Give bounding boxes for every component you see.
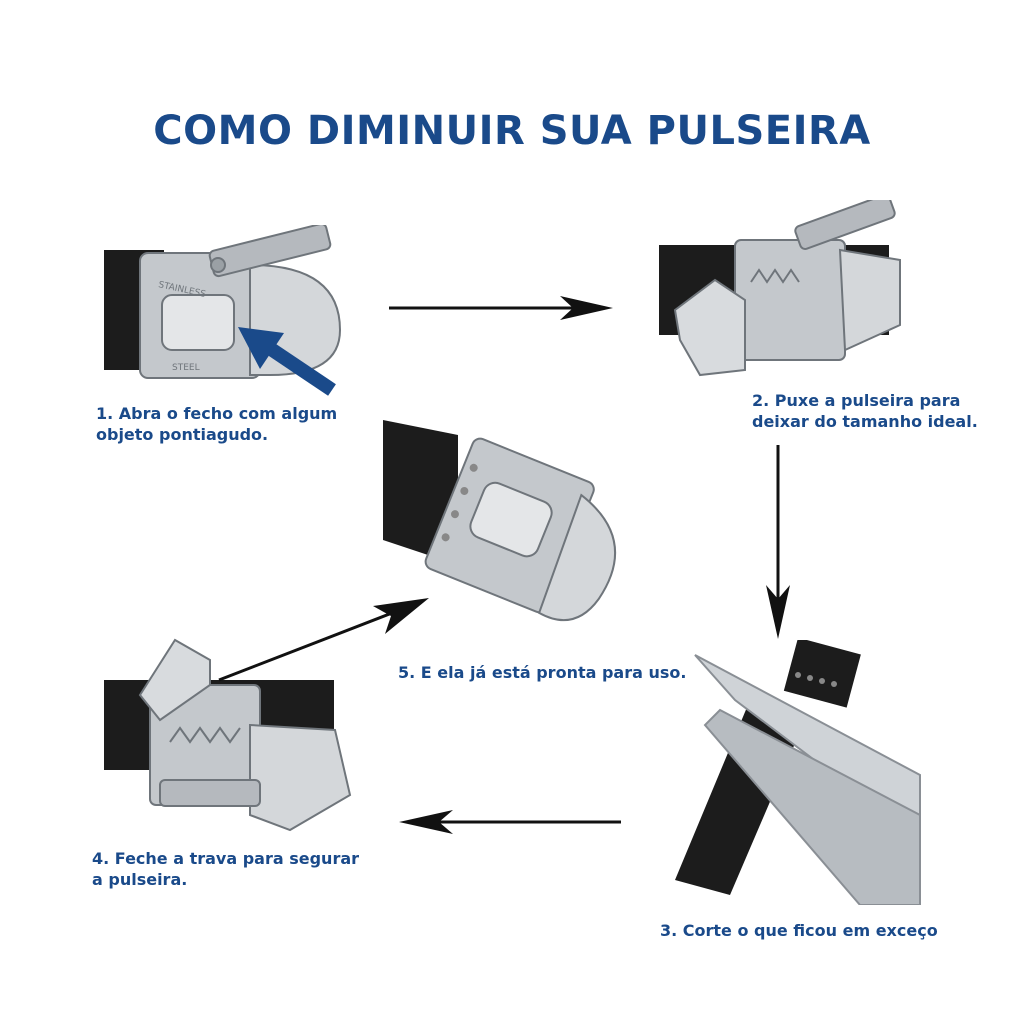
clasp-end <box>537 493 617 622</box>
arrow-right-icon <box>389 296 613 320</box>
step-1-illustration: STAINLESS STEEL <box>104 225 342 396</box>
clasp-text-bottom: STEEL <box>172 363 200 373</box>
step-2-illustration <box>659 200 901 377</box>
clasp-lever <box>794 200 896 250</box>
step-3-illustration <box>675 640 921 905</box>
clasp-body <box>734 239 846 361</box>
clasp-window <box>161 294 235 351</box>
page-title: COMO DIMINUIR SUA PULSEIRA <box>153 108 871 154</box>
scissor-blade-icon <box>703 708 921 905</box>
clasp-flap <box>673 278 746 377</box>
step-5-caption: 5. E ela já está pronta para uso. <box>398 663 687 682</box>
clasp-end <box>249 723 352 832</box>
step-4-caption: 4. Feche a trava para segurar a pulseira… <box>92 849 360 889</box>
clasp-window <box>469 481 553 558</box>
step-4-illustration <box>104 638 352 832</box>
step-1-caption: 1. Abra o fecho com algum objeto pontiag… <box>96 404 338 444</box>
arrow-down-icon <box>766 445 790 639</box>
clasp-teeth <box>169 726 241 744</box>
step-2-caption: 2. Puxe a pulseira para deixar do tamanh… <box>752 391 978 431</box>
arrow-up-right-icon <box>218 598 429 682</box>
step-3-caption: 3. Corte o que ficou em exceço <box>660 921 938 940</box>
clasp-teeth <box>750 268 800 284</box>
clasp-end <box>838 248 901 352</box>
arrow-left-icon <box>399 810 621 834</box>
step-5-illustration <box>383 420 617 622</box>
clasp-lever <box>159 779 261 807</box>
strap-end <box>783 640 861 708</box>
clasp-pin <box>210 257 226 273</box>
clasp-flap <box>138 638 211 722</box>
pointer-arrow-icon <box>238 327 336 396</box>
